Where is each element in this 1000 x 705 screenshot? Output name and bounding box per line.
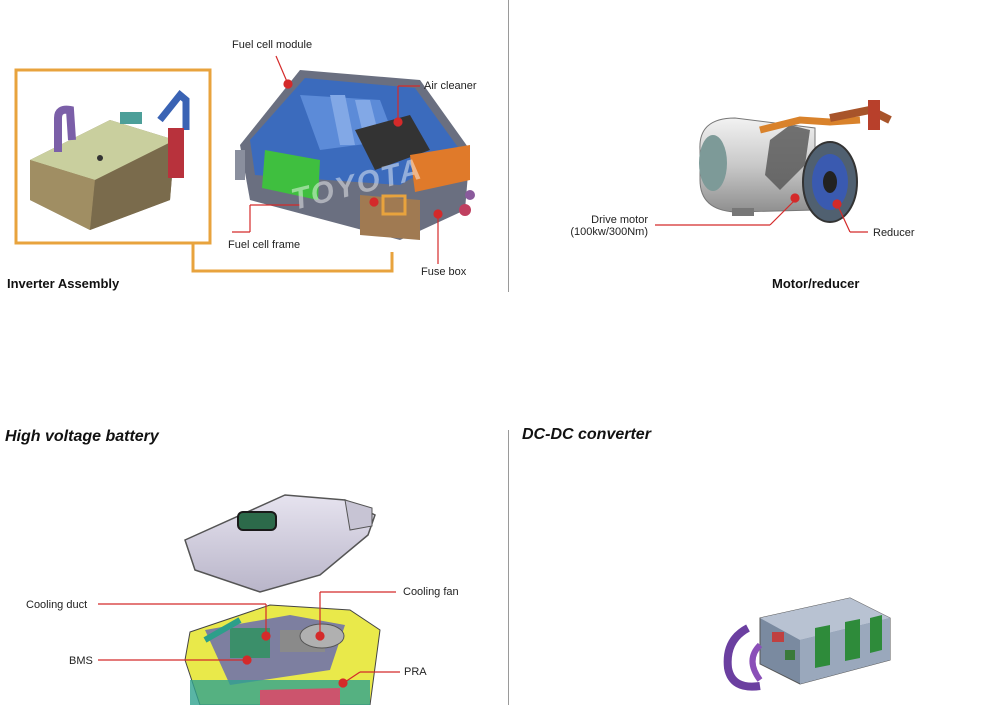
leader-lines-battery — [98, 591, 400, 688]
callout-fuel-cell-frame: Fuel cell frame — [228, 239, 301, 251]
divider-bottom — [508, 430, 509, 705]
callout-reducer: Reducer — [873, 227, 915, 239]
highlight-frame — [14, 68, 407, 273]
callout-cooling-fan: Cooling fan — [403, 586, 459, 598]
callout-drive-motor: Drive motor (100kw/300Nm) — [560, 214, 648, 238]
callout-drive-motor-spec: (100kw/300Nm) — [570, 226, 648, 238]
leader-lines-fuel-cell — [232, 55, 443, 264]
heading-dc-dc-converter: DC-DC converter — [522, 426, 651, 443]
callout-fuel-cell-module: Fuel cell module — [232, 39, 313, 51]
caption-motor-reducer: Motor/reducer — [772, 276, 860, 291]
leader-lines-motor — [655, 193, 868, 233]
callout-pra: PRA — [404, 666, 427, 678]
caption-inverter-assembly: Inverter Assembly — [7, 276, 120, 291]
callout-cooling-duct: Cooling duct — [26, 599, 88, 611]
inverter-assembly-illustration — [30, 90, 190, 230]
motor-reducer-illustration — [699, 100, 892, 223]
callout-air-cleaner: Air cleaner — [424, 80, 477, 92]
callout-drive-motor-name: Drive motor — [591, 214, 648, 226]
callout-bms: BMS — [69, 655, 93, 667]
high-voltage-battery-illustration — [184, 494, 381, 705]
divider-top — [508, 0, 509, 292]
heading-high-voltage-battery: High voltage battery — [5, 428, 159, 445]
callout-fuse-box: Fuse box — [421, 266, 467, 278]
dc-dc-converter-illustration — [723, 597, 891, 691]
